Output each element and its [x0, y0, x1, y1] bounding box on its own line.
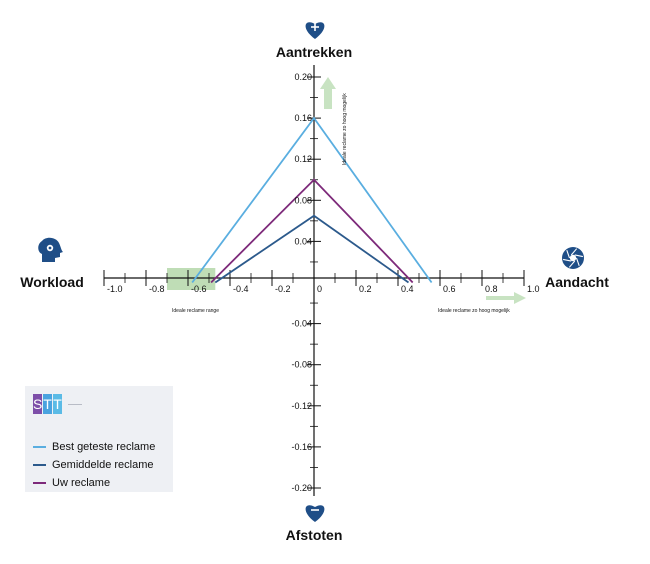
axis-title-left: Workload: [20, 274, 84, 290]
legend-item-best: Best geteste reclame: [33, 441, 155, 453]
legend-label-best: Best geteste reclame: [52, 441, 156, 453]
legend-label-yours: Uw reclame: [52, 477, 111, 489]
x-tick-label: -1.0: [107, 284, 123, 294]
logo-letter-t2: T: [53, 394, 62, 414]
y-tick-label: 0.04: [294, 236, 312, 246]
aperture-blade: [575, 257, 580, 267]
x-tick-label: 1.0: [527, 284, 540, 294]
axis-title-bottom: Afstoten: [286, 527, 343, 543]
y-tick-label: -0.04: [291, 319, 312, 329]
logo-line: [68, 403, 82, 405]
legend-swatch-yours: [33, 482, 46, 484]
up-arrow: [320, 77, 336, 109]
x-tick-label: 0.4: [401, 284, 414, 294]
y-tick-label: -0.20: [291, 483, 312, 493]
legend-item-yours: Uw reclame: [33, 477, 110, 489]
y-tick-label: 0.20: [294, 72, 312, 82]
aperture-blade: [570, 248, 578, 256]
series-line-1: [191, 116, 433, 284]
x-tick-label: -0.6: [191, 284, 207, 294]
y-tick-label: -0.12: [291, 401, 312, 411]
aperture-blade: [568, 260, 576, 268]
x-tick-label: -0.2: [275, 284, 291, 294]
x-tick-label: 0.2: [359, 284, 372, 294]
origin-tick-label: 0: [317, 284, 322, 294]
right-arrow: [486, 292, 526, 304]
horizontal-annotation: Ideale reclame zo hoog mogelijk: [438, 308, 510, 314]
aperture-blade: [574, 254, 583, 258]
legend-label-average: Gemiddelde reclame: [52, 459, 154, 471]
legend: S T T Best geteste reclame Gemiddelde re…: [25, 386, 173, 492]
axis-title-right: Aandacht: [545, 274, 609, 290]
series-line-2: [214, 214, 410, 284]
legend-item-average: Gemiddelde reclame: [33, 459, 154, 471]
series-line-3: [210, 178, 414, 284]
y-tick-label: -0.08: [291, 360, 312, 370]
y-tick-label: -0.16: [291, 442, 312, 452]
aperture-blade: [566, 249, 571, 259]
logo-letter-s: S: [33, 394, 43, 414]
aperture-blade: [563, 258, 572, 262]
logo-letter-t1: T: [43, 394, 52, 414]
gear-center: [48, 246, 52, 250]
legend-swatch-average: [33, 464, 46, 466]
stt-logo: S T T: [33, 394, 82, 414]
y-tick-label: 0.08: [294, 195, 312, 205]
x-tick-label: 0.6: [443, 284, 456, 294]
ideal-range-label: Ideale reclame range: [172, 308, 219, 314]
x-tick-label: -0.8: [149, 284, 165, 294]
y-tick-label: 0.16: [294, 113, 312, 123]
axis-title-top: Aantrekken: [276, 44, 352, 60]
x-tick-label: -0.4: [233, 284, 249, 294]
ideal-range-band: [167, 268, 216, 290]
y-tick-label: 0.12: [294, 154, 312, 164]
aperture-center: [569, 254, 577, 262]
heart-minus-icon: [305, 505, 325, 522]
vertical-annotation: Ideale reclame zo hoog mogelijk: [342, 93, 348, 165]
legend-swatch-best: [33, 446, 46, 448]
x-tick-label: 0.8: [485, 284, 498, 294]
